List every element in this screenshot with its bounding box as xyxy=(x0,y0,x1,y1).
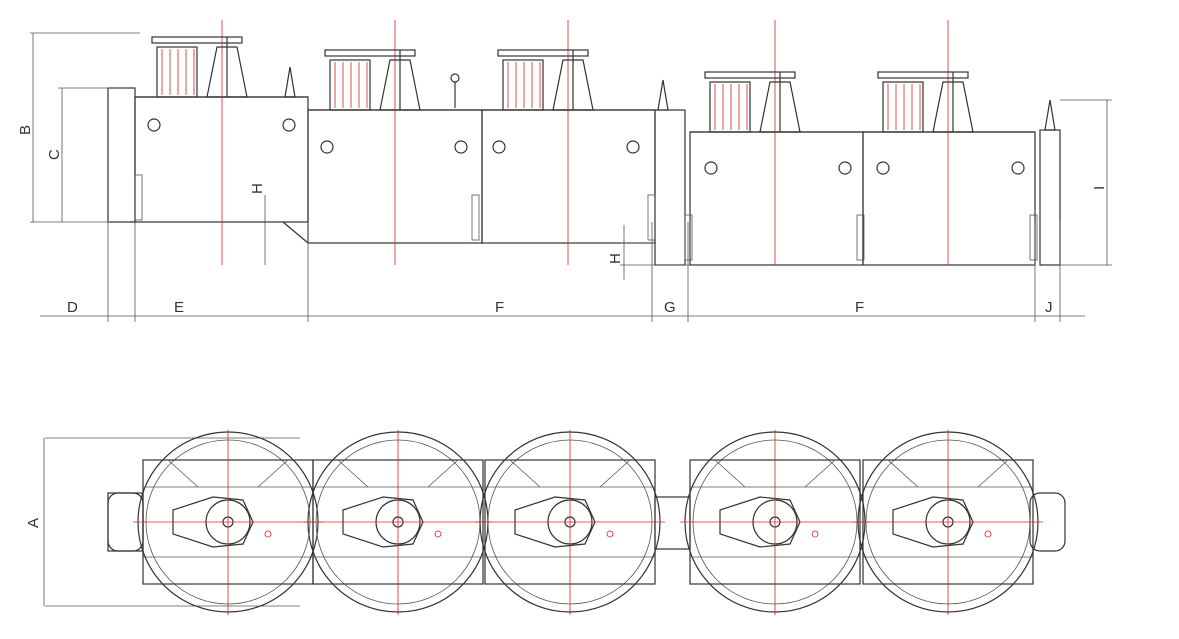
red-marker xyxy=(606,530,614,538)
side-plate xyxy=(647,194,656,241)
porthole xyxy=(320,140,334,154)
tank-slope xyxy=(282,221,309,244)
drive-head xyxy=(342,496,424,548)
porthole xyxy=(838,161,852,175)
dim-label-h-2: H xyxy=(607,253,624,264)
side-plate xyxy=(471,194,480,241)
drawing-line xyxy=(714,459,746,488)
operator-figure-head xyxy=(450,73,460,83)
motor-housing xyxy=(502,59,544,111)
dim-label-d: D xyxy=(67,299,78,316)
plan-view xyxy=(43,430,1066,615)
drawing-line xyxy=(427,459,459,488)
dim-label-e: E xyxy=(174,299,184,316)
red-marker xyxy=(264,530,272,538)
bearing-stand xyxy=(379,59,421,111)
red-marker xyxy=(434,530,442,538)
side-plate xyxy=(134,174,143,221)
mechanism-beam xyxy=(497,49,589,57)
motor-housing xyxy=(709,81,751,133)
tail-box xyxy=(1039,129,1061,266)
dim-label-i: I xyxy=(1091,186,1108,190)
dim-label-c: C xyxy=(46,149,63,160)
motor-housing xyxy=(329,59,371,111)
drawing-line xyxy=(509,459,541,488)
red-marker xyxy=(811,530,819,538)
side-plate xyxy=(1029,214,1038,261)
vent-pipe xyxy=(284,66,296,98)
dim-label-j: J xyxy=(1045,299,1053,316)
porthole xyxy=(147,118,161,132)
drawing-line xyxy=(337,459,369,488)
dim-label-a: A xyxy=(25,518,42,528)
dim-label-h-1: H xyxy=(249,183,266,194)
drawing-line xyxy=(599,459,631,488)
mechanism-beam xyxy=(704,71,796,79)
dim-label-b: B xyxy=(17,125,34,135)
drive-head xyxy=(514,496,596,548)
drive-head xyxy=(719,496,801,548)
tank-cell-4 xyxy=(689,131,864,266)
dim-label-f-2: F xyxy=(855,299,864,316)
elevation-view xyxy=(30,20,1112,322)
dim-label-f-1: F xyxy=(495,299,504,316)
bearing-stand xyxy=(206,46,248,98)
tank-cell-5 xyxy=(862,131,1036,266)
drawing-line xyxy=(977,459,1009,488)
vent-pipe xyxy=(1044,99,1056,131)
side-plate xyxy=(856,214,865,261)
porthole xyxy=(704,161,718,175)
feed-box xyxy=(107,87,136,223)
tank-cell-3 xyxy=(481,109,656,244)
drawing-line xyxy=(804,459,836,488)
porthole xyxy=(876,161,890,175)
bearing-stand xyxy=(552,59,594,111)
porthole xyxy=(282,118,296,132)
dim-label-g: G xyxy=(664,299,676,316)
porthole xyxy=(1011,161,1025,175)
mechanism-beam xyxy=(877,71,969,79)
drive-head xyxy=(892,496,974,548)
side-plate xyxy=(684,214,693,261)
red-marker xyxy=(984,530,992,538)
intermediate-box xyxy=(654,109,686,266)
motor-housing xyxy=(156,46,198,98)
drawing-line xyxy=(257,459,289,488)
dimension-labels: B C H H I D E F G F J A xyxy=(17,125,1108,528)
mechanism-beam xyxy=(324,49,416,57)
porthole xyxy=(492,140,506,154)
vent-pipe xyxy=(657,79,669,111)
motor-housing xyxy=(882,81,924,133)
drive-head xyxy=(172,496,254,548)
porthole xyxy=(454,140,468,154)
bearing-stand xyxy=(759,81,801,133)
tank-cell-1 xyxy=(134,96,309,223)
porthole xyxy=(626,140,640,154)
drawing-line xyxy=(167,459,199,488)
drawing-line xyxy=(887,459,919,488)
mechanism-beam xyxy=(151,36,243,44)
bearing-stand xyxy=(932,81,974,133)
